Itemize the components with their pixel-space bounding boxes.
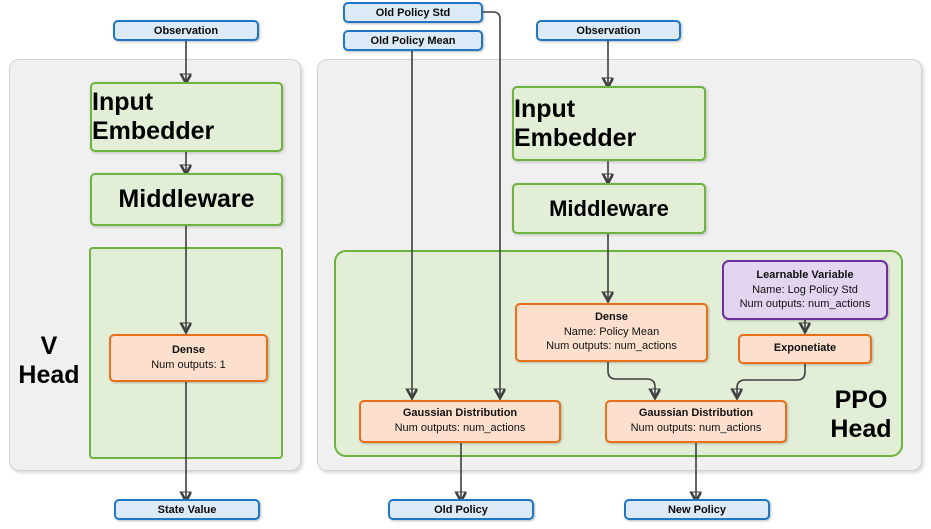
input-observation-v[interactable]: Observation <box>113 20 259 41</box>
output-old-policy[interactable]: Old Policy <box>388 499 534 520</box>
gaussian-old-title: Gaussian Distribution <box>402 407 518 420</box>
ppo-gaussian-new[interactable]: Gaussian Distribution Num outputs: num_a… <box>605 400 787 443</box>
gaussian-new-num-outputs: Num outputs: num_actions <box>630 422 762 435</box>
v-dense-box[interactable]: Dense Num outputs: 1 <box>109 334 268 382</box>
ppo-dense-policy-mean[interactable]: Dense Name: Policy Mean Num outputs: num… <box>515 303 708 362</box>
learnable-variable-name: Name: Log Policy Std <box>752 283 858 296</box>
output-new-policy[interactable]: New Policy <box>624 499 770 520</box>
v-dense-num-outputs: Num outputs: 1 <box>151 358 226 371</box>
learnable-variable-num-outputs: Num outputs: num_actions <box>739 297 871 310</box>
output-state-value[interactable]: State Value <box>114 499 260 520</box>
gaussian-old-num-outputs: Num outputs: num_actions <box>394 422 526 435</box>
v-dense-title: Dense <box>171 343 206 356</box>
v-head-label: V Head <box>14 332 84 390</box>
ppo-dense-name: Name: Policy Mean <box>563 326 660 339</box>
input-observation-ppo[interactable]: Observation <box>536 20 681 41</box>
ppo-head-label: PPO Head <box>820 386 902 444</box>
ppo-head-label-line1: PPO <box>834 386 888 414</box>
ppo-head-label-line2: Head <box>830 414 892 443</box>
ppo-exponetiate[interactable]: Exponetiate <box>738 334 872 364</box>
input-old-policy-mean[interactable]: Old Policy Mean <box>343 30 483 51</box>
ppo-dense-num-outputs: Num outputs: num_actions <box>546 340 677 353</box>
gaussian-new-title: Gaussian Distribution <box>638 407 754 420</box>
learnable-variable-title: Learnable Variable <box>756 268 854 281</box>
v-head-label-line1: V <box>40 332 58 360</box>
ppo-input-embedder[interactable]: Input Embedder <box>512 86 706 161</box>
v-middleware[interactable]: Middleware <box>90 173 283 226</box>
v-input-embedder[interactable]: Input Embedder <box>90 82 283 152</box>
input-old-policy-std[interactable]: Old Policy Std <box>343 2 483 23</box>
ppo-learnable-variable[interactable]: Learnable Variable Name: Log Policy Std … <box>722 260 888 320</box>
ppo-gaussian-old[interactable]: Gaussian Distribution Num outputs: num_a… <box>359 400 561 443</box>
ppo-middleware[interactable]: Middleware <box>512 183 706 234</box>
ppo-dense-title: Dense <box>594 311 629 324</box>
exponetiate-title: Exponetiate <box>773 342 837 355</box>
v-head-label-line2: Head <box>18 360 80 389</box>
